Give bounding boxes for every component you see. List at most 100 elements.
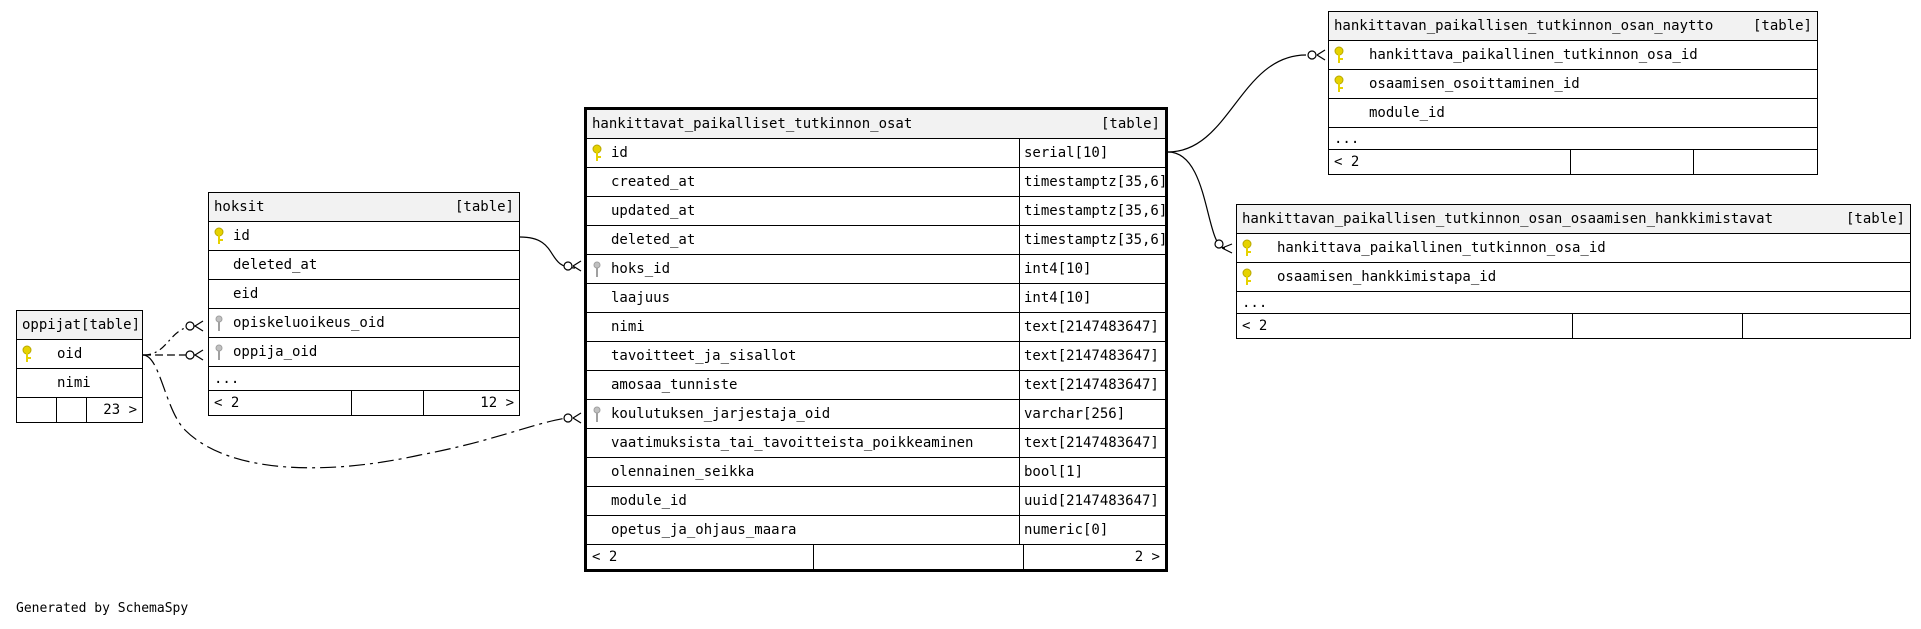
column-row[interactable]: hankittava_paikallinen_tutkinnon_osa_id (1237, 234, 1910, 263)
column-name: id (611, 145, 628, 161)
column-row[interactable]: id (209, 222, 519, 251)
column-type: timestamptz[35,6] (1019, 168, 1165, 196)
table-header: hankittavan_paikallisen_tutkinnon_osan_o… (1237, 205, 1910, 234)
footer-cell-prev[interactable]: < 2 (1329, 150, 1571, 174)
table-tag: [table] (1845, 211, 1905, 227)
column-name: osaamisen_hankkimistapa_id (1277, 269, 1497, 285)
footer-cell-prev[interactable]: < 2 (1237, 314, 1573, 338)
column-name: hoks_id (611, 261, 671, 277)
column-row[interactable]: koulutuksen_jarjestaja_oid varchar[256] (587, 400, 1165, 429)
column-row[interactable]: eid (209, 280, 519, 309)
table-tag: [table] (1752, 18, 1812, 34)
column-name: vaatimuksista_tai_tavoitteista_poikkeami… (611, 435, 974, 451)
column-type: timestamptz[35,6] (1019, 197, 1165, 225)
ellipsis: ... (214, 370, 240, 387)
table-footer: 23 > (17, 398, 142, 422)
primary-key-icon (209, 222, 229, 250)
ellipsis-row: ... (1329, 128, 1817, 150)
column-name: osaamisen_osoittaminen_id (1369, 76, 1580, 92)
footer-cell (352, 391, 424, 415)
table-name: hankittavan_paikallisen_tutkinnon_osan_o… (1242, 211, 1774, 227)
column-type: varchar[256] (1019, 400, 1165, 428)
ellipsis-row: ... (209, 367, 519, 391)
column-row[interactable]: nimi text[2147483647] (587, 313, 1165, 342)
column-type: numeric[0] (1019, 516, 1165, 544)
column-type: serial[10] (1019, 139, 1165, 167)
footer-cell-next[interactable]: 23 > (103, 402, 137, 418)
edge-end-markers (185, 49, 1326, 424)
footer-cell-next[interactable]: 12 > (480, 395, 514, 411)
primary-key-icon (1237, 263, 1257, 291)
column-name: module_id (1369, 105, 1445, 121)
column-row[interactable]: id serial[10] (587, 139, 1165, 168)
edge-oppijat-main-koulutuksen (142, 354, 576, 469)
column-row[interactable]: osaamisen_hankkimistapa_id (1237, 263, 1910, 292)
column-row[interactable]: osaamisen_osoittaminen_id (1329, 70, 1817, 99)
column-type: text[2147483647] (1019, 371, 1165, 399)
primary-key-icon (1237, 234, 1257, 262)
column-row[interactable]: olennainen_seikka bool[1] (587, 458, 1165, 487)
column-name: hankittava_paikallinen_tutkinnon_osa_id (1369, 47, 1698, 63)
table-name: oppijat (22, 317, 82, 333)
column-row-nimi[interactable]: nimi (17, 369, 142, 398)
column-name: eid (233, 286, 259, 302)
column-type: text[2147483647] (1019, 313, 1165, 341)
table-oppijat[interactable]: oppijat [table] oid nimi 23 > (16, 310, 143, 423)
column-row[interactable]: opiskeluoikeus_oid (209, 309, 519, 338)
table-hankittavan-paikallisen-tutkinnon-osan-naytto[interactable]: hankittavan_paikallisen_tutkinnon_osan_n… (1328, 11, 1818, 175)
column-type: text[2147483647] (1019, 429, 1165, 457)
column-row[interactable]: hankittava_paikallinen_tutkinnon_osa_id (1329, 41, 1817, 70)
column-type: int4[10] (1019, 284, 1165, 312)
column-name: koulutuksen_jarjestaja_oid (611, 406, 831, 422)
table-hankittavan-paikallisen-tutkinnon-osan-osaamisen-hankkimistavat[interactable]: hankittavan_paikallisen_tutkinnon_osan_o… (1236, 204, 1911, 339)
table-header: oppijat [table] (17, 311, 142, 340)
column-row[interactable]: vaatimuksista_tai_tavoitteista_poikkeami… (587, 429, 1165, 458)
column-row[interactable]: module_id (1329, 99, 1817, 128)
column-name: hankittava_paikallinen_tutkinnon_osa_id (1277, 240, 1606, 256)
footer-cell-prev[interactable]: < 2 (587, 545, 814, 569)
column-row[interactable]: laajuus int4[10] (587, 284, 1165, 313)
generated-by-note: Generated by SchemaSpy (16, 601, 189, 616)
table-tag: [table] (1100, 116, 1160, 132)
footer-cell (814, 545, 1024, 569)
column-name: module_id (611, 493, 687, 509)
foreign-key-icon (587, 255, 607, 283)
table-footer: < 2 2 > (587, 545, 1165, 569)
table-hankittavat-paikalliset-tutkinnon-osat[interactable]: hankittavat_paikalliset_tutkinnon_osat [… (584, 107, 1168, 572)
column-name: olennainen_seikka (611, 464, 755, 480)
primary-key-icon (17, 340, 37, 368)
column-name: laajuus (611, 290, 671, 306)
primary-key-icon (587, 139, 607, 167)
column-name: deleted_at (611, 232, 696, 248)
footer-cell (1573, 314, 1743, 338)
table-header: hankittavan_paikallisen_tutkinnon_osan_n… (1329, 12, 1817, 41)
table-name: hankittavat_paikalliset_tutkinnon_osat (592, 116, 913, 132)
column-type: bool[1] (1019, 458, 1165, 486)
column-row-oid[interactable]: oid (17, 340, 142, 369)
ellipsis: ... (1334, 130, 1360, 147)
edge-main-naytto (1167, 54, 1307, 153)
footer-cell (17, 398, 57, 422)
table-hoksit[interactable]: hoksit [table] id deleted_at eid opiskel… (208, 192, 520, 416)
ellipsis: ... (1242, 294, 1268, 311)
column-row[interactable]: deleted_at (209, 251, 519, 280)
table-name: hoksit (214, 199, 265, 215)
table-header: hankittavat_paikalliset_tutkinnon_osat [… (587, 110, 1165, 139)
footer-cell-prev[interactable]: < 2 (209, 391, 352, 415)
column-name: nimi (611, 319, 645, 335)
foreign-key-icon (209, 338, 229, 366)
table-tag: [table] (454, 199, 514, 215)
column-type: text[2147483647] (1019, 342, 1165, 370)
footer-cell-next[interactable]: 2 > (1134, 549, 1160, 565)
table-name: hankittavan_paikallisen_tutkinnon_osan_n… (1334, 18, 1714, 34)
footer-cell (57, 398, 87, 422)
column-row[interactable]: oppija_oid (209, 338, 519, 367)
